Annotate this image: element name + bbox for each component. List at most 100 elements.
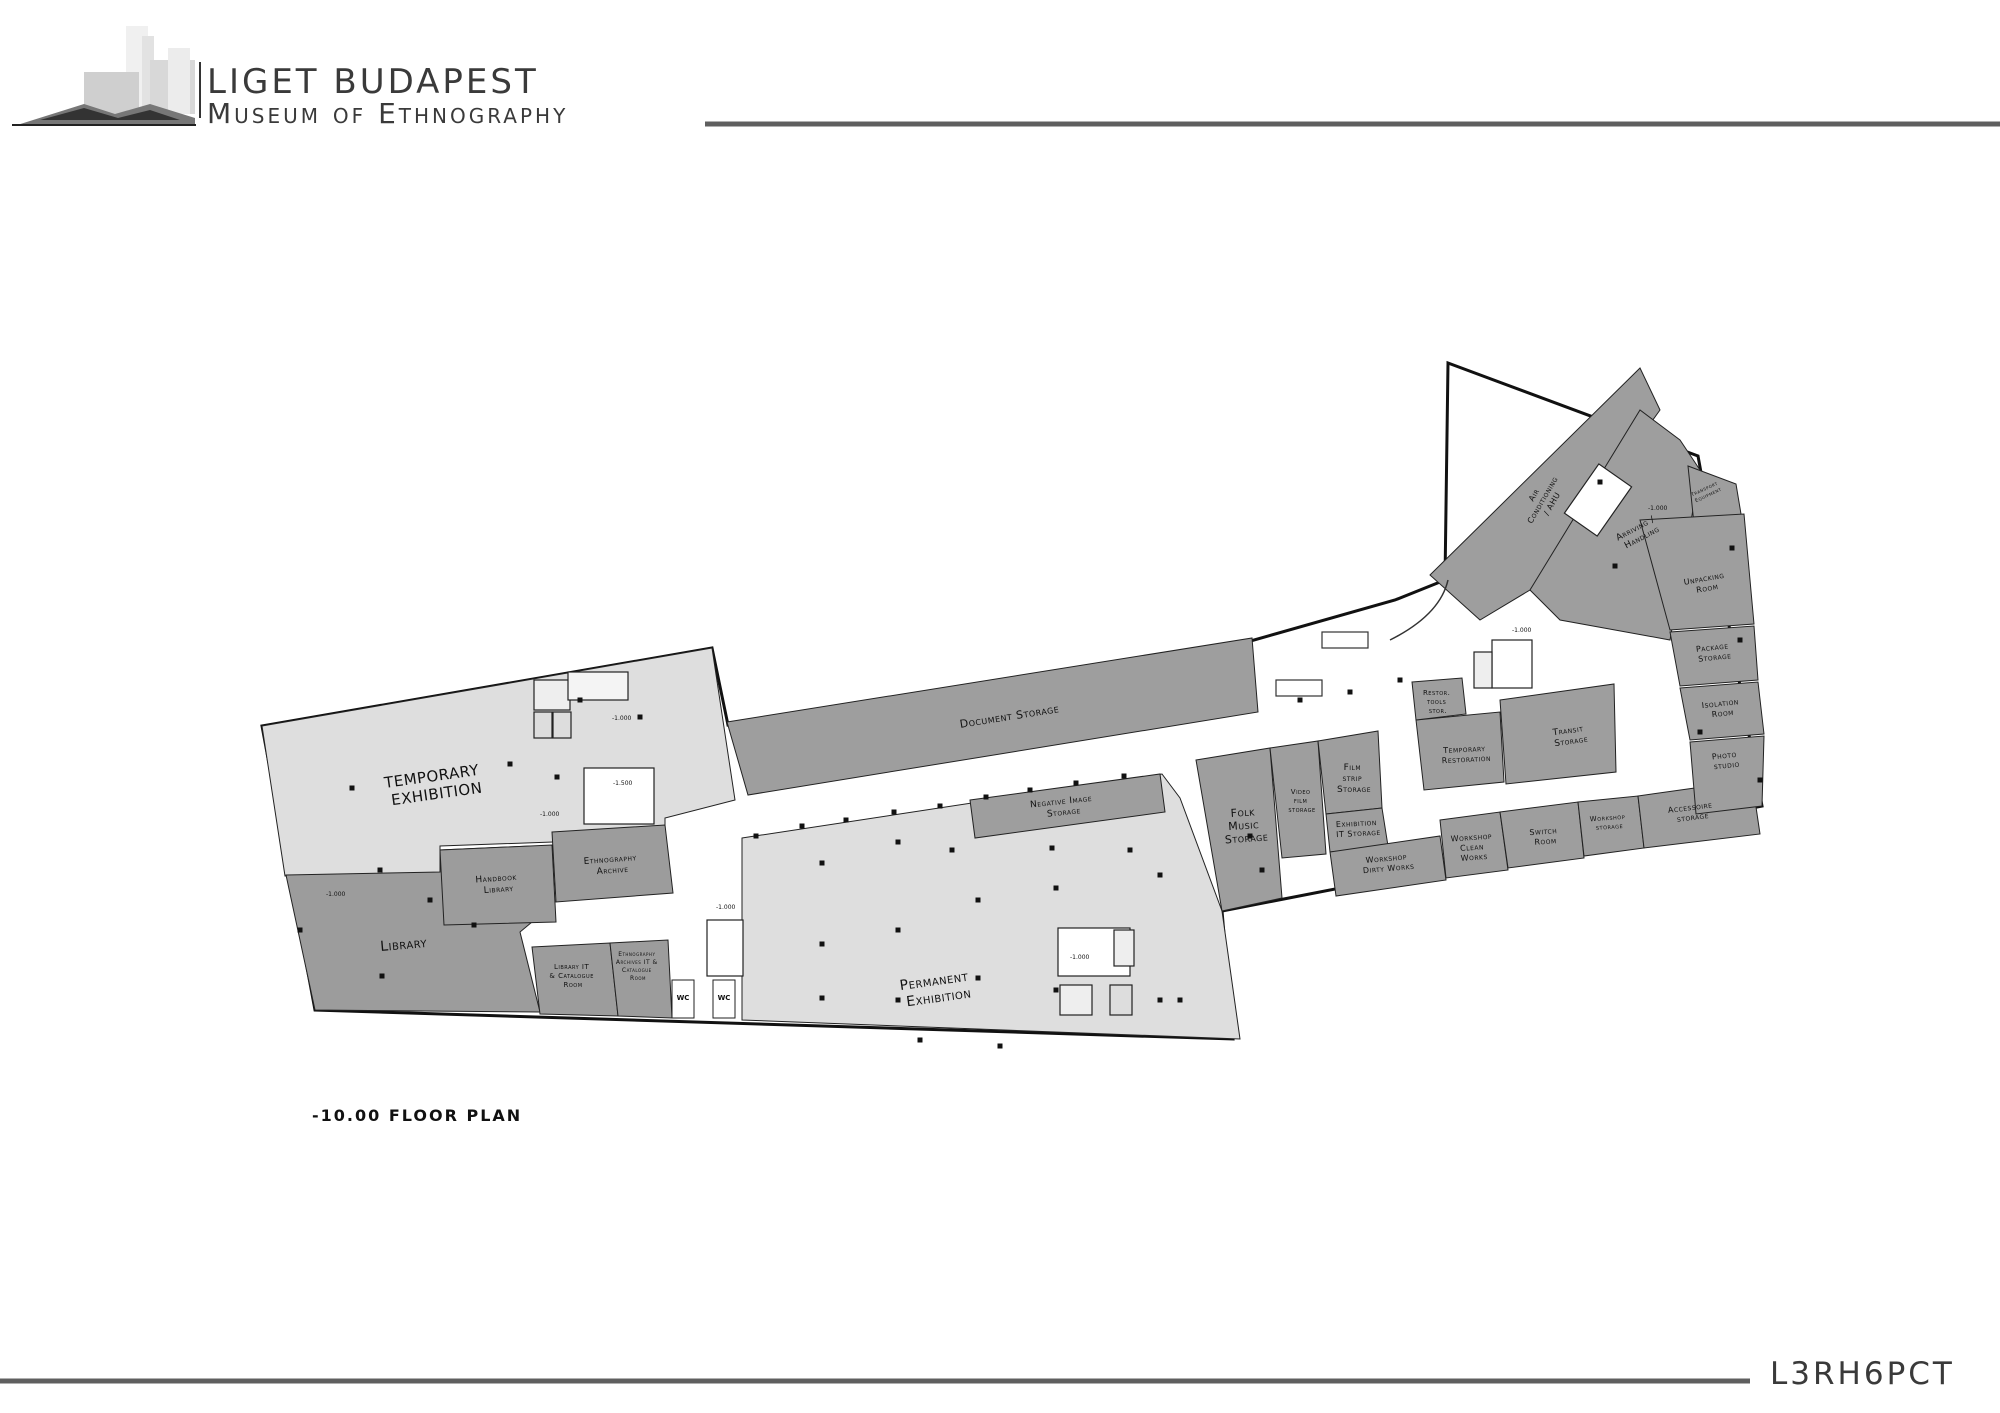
column-marker — [1597, 479, 1603, 485]
label-workshop-storage: Workshop storage — [1590, 813, 1629, 833]
room-temporary-restoration — [1415, 711, 1505, 791]
label-library: Library — [380, 935, 429, 955]
level-mark: -1.000 — [540, 811, 560, 818]
column-marker — [1259, 867, 1265, 873]
label-workshop-dirty: Workshop Dirty Works — [1362, 852, 1415, 875]
column-marker — [917, 1037, 923, 1043]
room-video-film-storage — [1269, 740, 1327, 859]
column-marker — [819, 860, 825, 866]
level-mark: -1.000 — [1512, 627, 1532, 634]
column-marker — [1612, 563, 1618, 569]
label-ethnography-archive: Ethnography Archive — [583, 853, 641, 878]
column-marker — [1157, 872, 1163, 878]
room-ethnography-archive — [551, 824, 674, 903]
column-marker — [799, 823, 805, 829]
column-marker — [1127, 847, 1133, 853]
service-ramp — [1275, 579, 1449, 697]
room-wc-1 — [671, 979, 695, 1019]
room-workshop-clean — [1439, 811, 1509, 879]
label-ethno-archives-it: Ethnography Archives IT & Catalogue Room — [616, 951, 660, 982]
column-marker — [637, 714, 643, 720]
column-marker — [937, 803, 943, 809]
label-package-storage: Package Storage — [1695, 641, 1733, 664]
level-mark: -1.000 — [1648, 505, 1668, 512]
column-marker — [1347, 689, 1353, 695]
drawing-code: L3RH6PCT — [1770, 1356, 1955, 1392]
room-switch-room — [1499, 801, 1585, 869]
label-wc-2: WC — [718, 994, 731, 1002]
label-temp-restoration: Temporary Restoration — [1441, 744, 1491, 766]
room-handbook-library — [439, 844, 557, 926]
label-workshop-clean: Workshop Clean Works — [1450, 831, 1496, 863]
level-mark: -1.500 — [613, 780, 633, 787]
column-marker — [997, 1043, 1003, 1049]
label-isolation-room: Isolation Room — [1701, 697, 1743, 720]
room-negative-image-storage — [969, 773, 1166, 839]
column-marker — [753, 833, 759, 839]
column-marker — [379, 973, 385, 979]
column-marker — [1121, 773, 1127, 779]
label-folk-music: Folk Music Storage — [1223, 805, 1269, 847]
column-marker — [1049, 845, 1055, 851]
room-unpacking — [1639, 513, 1755, 631]
column-marker — [819, 941, 825, 947]
label-video-film: Video film storage — [1288, 788, 1315, 814]
column-marker — [577, 697, 583, 703]
header-subtitle: Museum of Ethnography — [207, 97, 568, 130]
column-marker — [1737, 637, 1743, 643]
column-marker — [1177, 997, 1183, 1003]
column-marker — [349, 785, 355, 791]
room-document-storage — [726, 637, 1259, 796]
column-marker — [427, 897, 433, 903]
column-marker — [895, 997, 901, 1003]
column-marker — [1729, 545, 1735, 551]
column-marker — [1297, 697, 1303, 703]
structural-columns — [297, 479, 1763, 1049]
label-transit-storage: Transit Storage — [1551, 724, 1589, 750]
column-marker — [1027, 787, 1033, 793]
label-film-strip: Film strip Storage — [1337, 763, 1371, 795]
column-marker — [507, 761, 513, 767]
column-marker — [1053, 885, 1059, 891]
column-marker — [895, 839, 901, 845]
room-photo-studio — [1689, 735, 1765, 815]
label-library-it: Library IT & Catalogue Room — [549, 963, 596, 989]
room-package-storage — [1669, 625, 1759, 687]
floor-plan-caption: -10.00 FLOOR PLAN — [312, 1106, 522, 1125]
label-restor-tools: Restor. tools stor. — [1423, 689, 1453, 715]
level-mark: -1.000 — [716, 904, 736, 911]
column-marker — [471, 922, 477, 928]
level-mark: -1.000 — [612, 715, 632, 722]
column-marker — [983, 794, 989, 800]
label-switch-room: Switch Room — [1529, 826, 1561, 847]
column-marker — [377, 867, 383, 873]
column-marker — [297, 927, 303, 933]
stair-cores — [533, 463, 1633, 1016]
room-workshop-dirty — [1329, 835, 1447, 897]
column-marker — [554, 774, 560, 780]
level-mark: -1.000 — [1070, 954, 1090, 961]
column-marker — [949, 847, 955, 853]
column-marker — [1247, 833, 1253, 839]
room-wc-2 — [712, 979, 736, 1019]
column-marker — [1073, 780, 1079, 786]
label-wc-1: WC — [677, 994, 690, 1002]
label-permanent-exhibition: Permanent Exhibition — [899, 968, 977, 1011]
column-marker — [895, 927, 901, 933]
column-marker — [1397, 677, 1403, 683]
column-marker — [1157, 997, 1163, 1003]
column-marker — [891, 809, 897, 815]
label-exhibition-it: Exhibition IT Storage — [1335, 818, 1381, 839]
column-marker — [975, 897, 981, 903]
column-marker — [843, 817, 849, 823]
room-isolation-room — [1679, 681, 1765, 741]
label-handbook-library: Handbook Library — [475, 872, 521, 896]
level-marks: -1.000 -1.500 -1.000 -1.000 -1.000 -1.00… — [326, 505, 1668, 961]
column-marker — [975, 975, 981, 981]
column-marker — [1697, 729, 1703, 735]
column-marker — [819, 995, 825, 1001]
label-accessoire: Accessoire storage — [1667, 800, 1717, 825]
column-marker — [1053, 987, 1059, 993]
column-marker — [1757, 777, 1763, 783]
